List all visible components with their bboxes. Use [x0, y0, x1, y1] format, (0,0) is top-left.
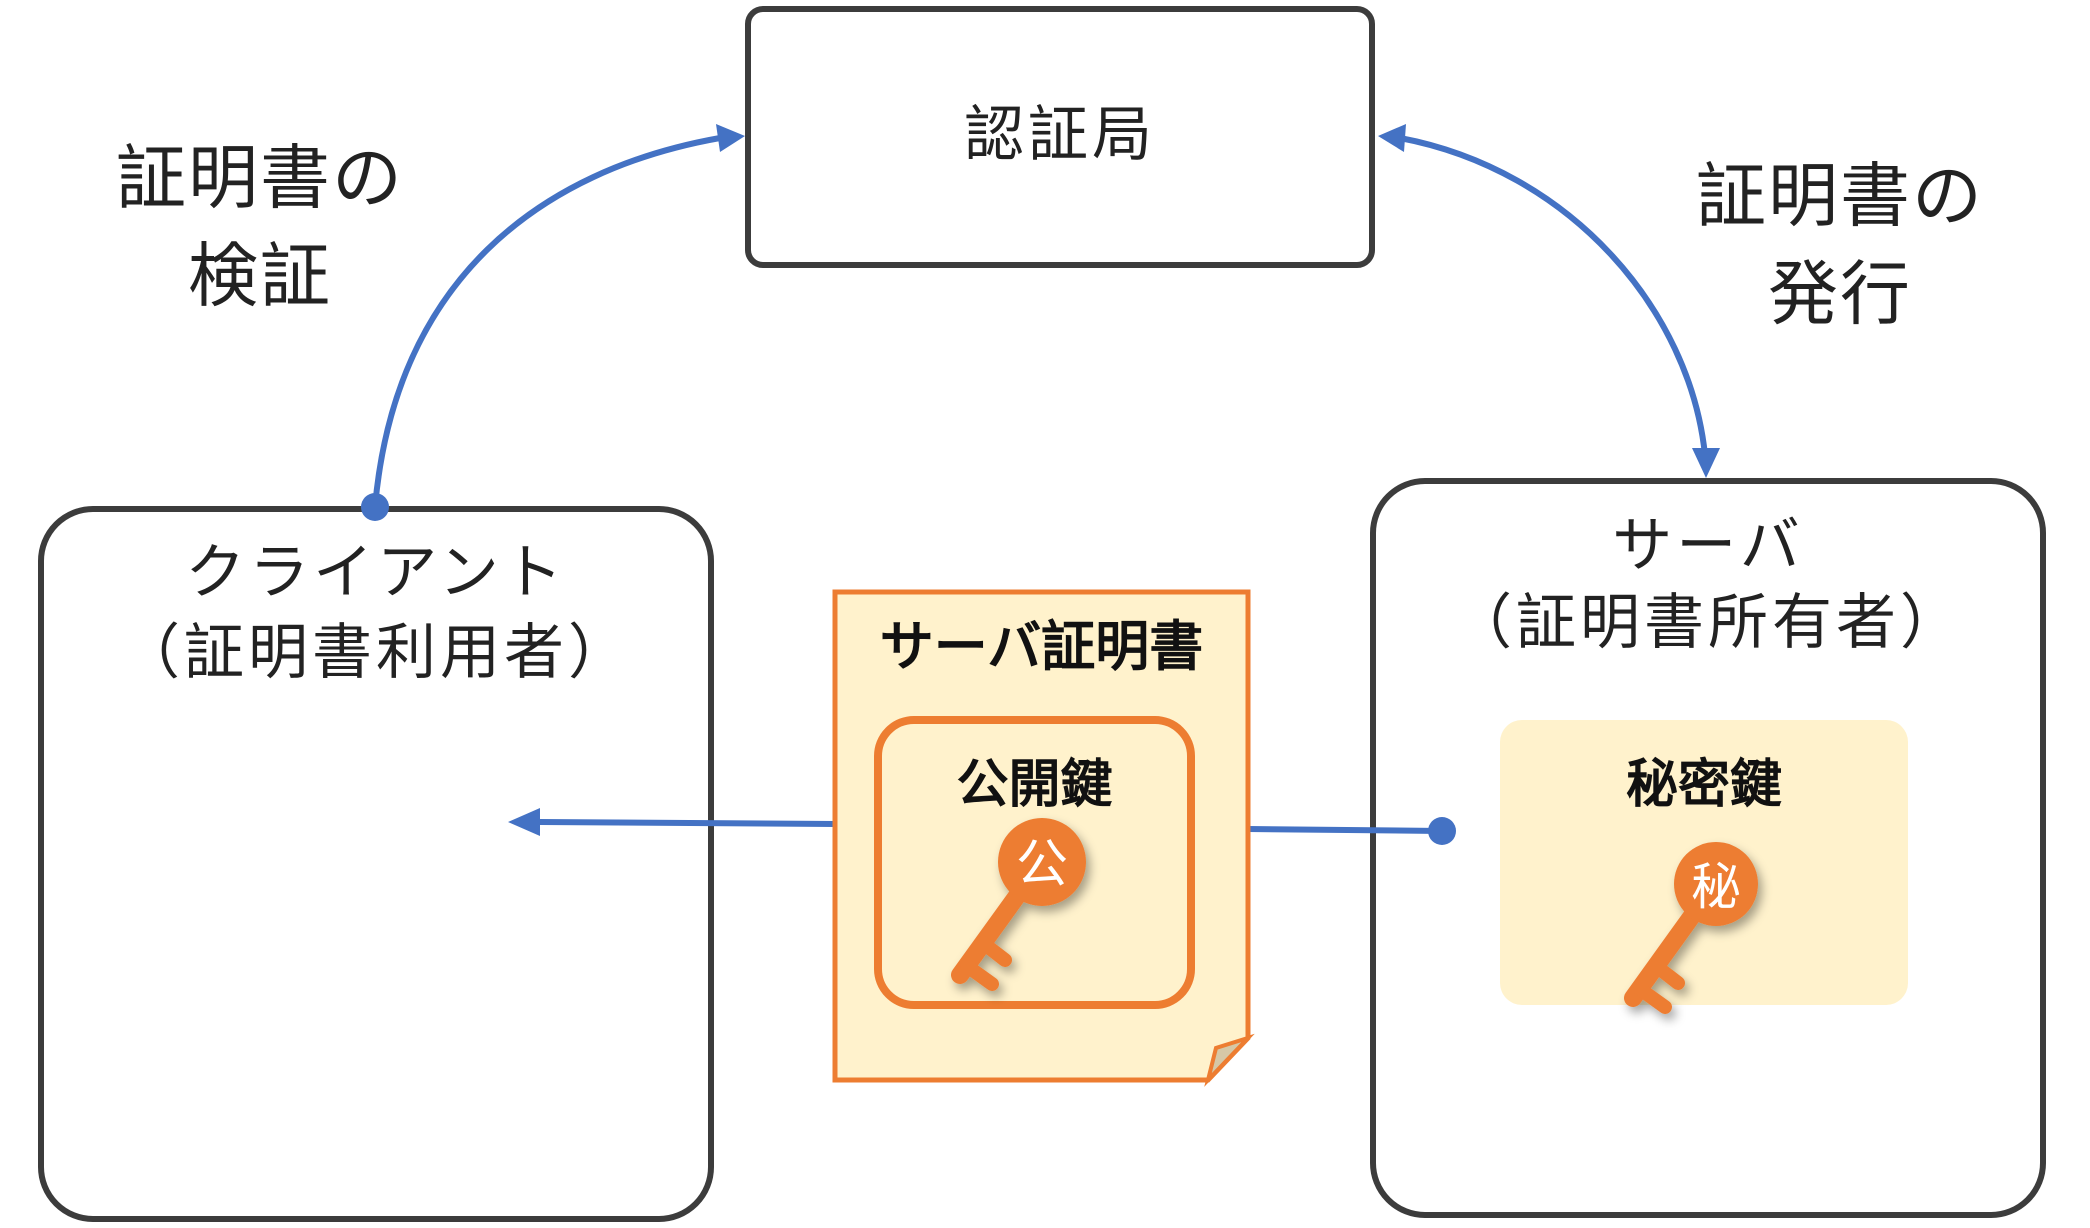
server-label: サーバ: [1612, 511, 1804, 581]
server-connection-dot: [1428, 817, 1456, 845]
cert-to-client-arrowhead: [508, 808, 540, 836]
client-label: クライアント: [185, 538, 567, 608]
private-key-icon: [1624, 842, 1758, 1014]
public-key-glyph: 公: [1016, 835, 1068, 895]
verify-label-line1: 証明書の: [116, 137, 404, 219]
cert-to-server-line: [1247, 826, 1443, 834]
issue-arrowhead-ca: [1378, 124, 1406, 152]
cert-to-client-line: [539, 819, 836, 827]
issue-arrow: [1399, 135, 1708, 456]
document-folded-corner: [1204, 1033, 1255, 1087]
verify-arrowhead: [716, 124, 745, 152]
certificate-authority-box: [745, 6, 1375, 268]
certificate-authority-label: 認証局: [964, 100, 1156, 170]
verify-arrow: [372, 135, 721, 508]
issue-label-line1: 証明書の: [1696, 155, 1984, 237]
server-certificate-title: サーバ証明書: [879, 615, 1204, 678]
verify-label-line2: 検証: [188, 235, 332, 317]
private-key-glyph: 秘: [1691, 858, 1741, 916]
server-role-label: （証明書所有者）: [1452, 588, 1964, 658]
private-key-label: 秘密鍵: [1625, 755, 1782, 815]
public-key-icon: [951, 818, 1086, 991]
issue-label-line2: 発行: [1768, 253, 1912, 335]
client-box: [38, 506, 714, 1222]
issue-arrowhead-server: [1692, 448, 1720, 478]
client-role-label: （証明書利用者）: [120, 618, 632, 688]
verify-arrow-start-dot: [361, 493, 389, 521]
public-key-label: 公開鍵: [956, 755, 1113, 815]
